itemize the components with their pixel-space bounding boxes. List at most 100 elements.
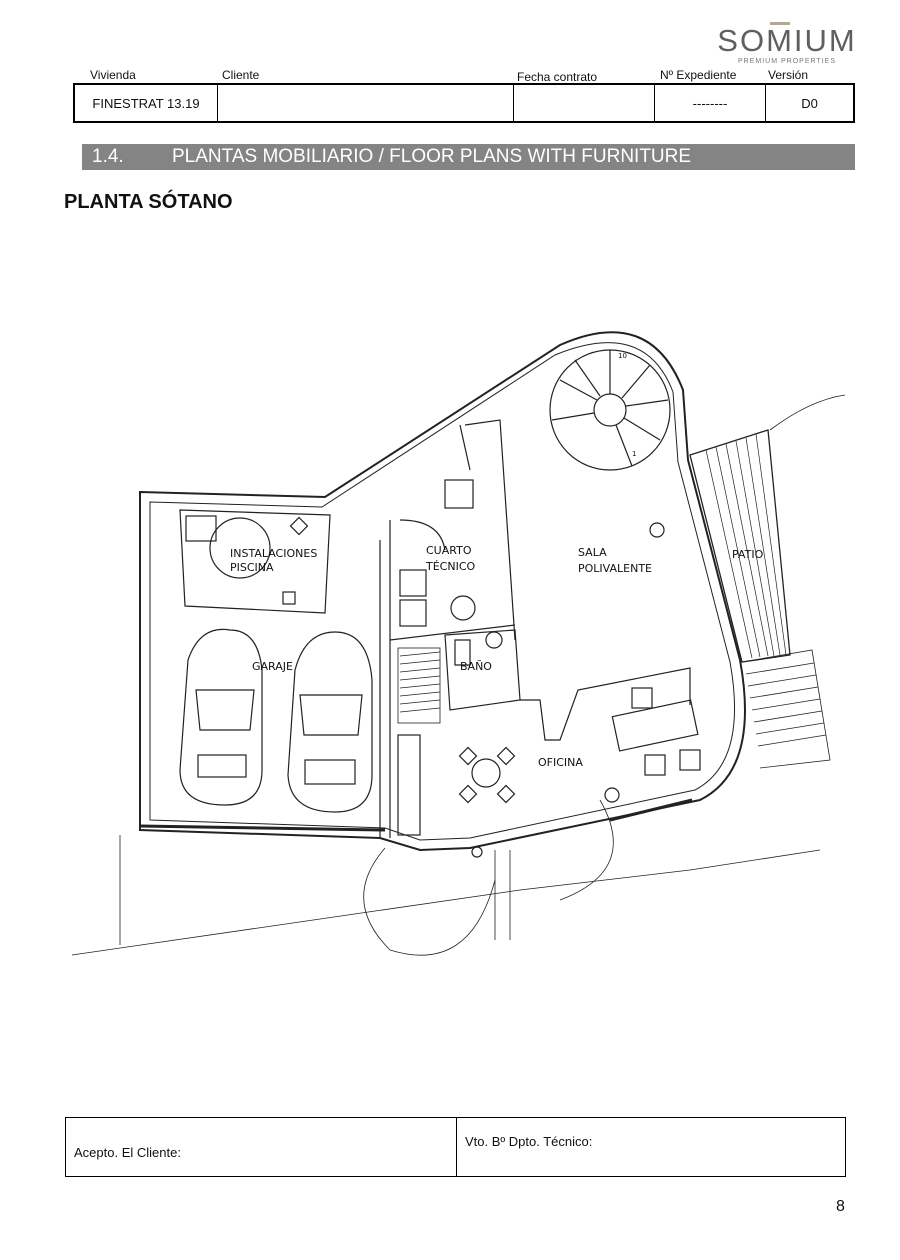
project-info-table: FINESTRAT 13.19 -------- D0	[73, 83, 855, 123]
label-cuarto: CUARTO	[426, 544, 472, 557]
plan-line	[623, 417, 661, 441]
cliente-value	[217, 83, 514, 123]
wall-central	[379, 520, 391, 838]
plan-line	[399, 667, 441, 673]
garage-door	[139, 824, 386, 832]
label-version: Versión	[768, 68, 809, 82]
exterior-stairs	[741, 649, 831, 769]
outer-wall	[139, 331, 746, 852]
plan-line	[299, 694, 363, 736]
plan-line	[195, 689, 255, 731]
version-value: D0	[765, 83, 855, 123]
label-sala: SALA	[578, 546, 607, 559]
chair	[644, 754, 666, 776]
plan-line	[197, 754, 247, 778]
plan-line	[745, 662, 815, 675]
plan-line	[304, 759, 356, 785]
plan-line	[735, 440, 775, 657]
logo-word: SOMIUM	[717, 23, 857, 58]
section-number: 1.4.	[92, 146, 124, 167]
label-tecnico: TÉCNICO	[425, 560, 476, 573]
plan-line	[399, 659, 441, 665]
equipment	[444, 479, 474, 509]
equipment	[399, 569, 427, 597]
label-stair-bottom: 1	[632, 450, 636, 458]
site-boundary	[769, 394, 846, 431]
plan-line	[751, 698, 821, 711]
client-acceptance: Acepto. El Cliente:	[65, 1117, 457, 1177]
plan-line	[725, 443, 769, 657]
car-left	[179, 628, 263, 806]
column	[649, 522, 665, 538]
label-garaje: GARAJE	[252, 660, 293, 673]
site-boundary	[71, 849, 821, 956]
label-bano: BAÑO	[460, 660, 492, 673]
spiral-stair	[549, 349, 671, 471]
label-fecha: Fecha contrato	[517, 70, 598, 84]
plan-line	[747, 674, 817, 687]
door-swing	[399, 519, 446, 551]
desk	[611, 699, 699, 752]
car-right	[287, 631, 373, 813]
plan-line	[621, 364, 651, 399]
plan-line	[689, 429, 791, 663]
label-oficina: OFICINA	[538, 756, 583, 769]
chair	[458, 784, 478, 804]
plan-line	[399, 675, 441, 681]
outer-wall-inner	[149, 342, 736, 841]
logo-accent	[770, 22, 790, 25]
equipment	[185, 515, 217, 542]
sink	[485, 631, 503, 649]
somium-logo: SOMIUM PREMIUM PROPERTIES	[712, 22, 862, 65]
plan-line	[749, 686, 819, 699]
door-swing	[559, 799, 614, 901]
plan-line	[715, 446, 761, 658]
plan-line	[745, 437, 781, 656]
wall-oficina	[520, 667, 691, 741]
label-expediente: Nº Expediente	[660, 68, 737, 82]
plan-line	[559, 379, 598, 401]
window	[609, 798, 693, 822]
toilet	[454, 639, 471, 666]
wall-diag	[389, 419, 516, 641]
plan-line	[625, 399, 669, 407]
round-table	[471, 758, 501, 788]
page-number: 8	[836, 1198, 845, 1215]
interior-stairs	[397, 647, 441, 724]
plan-line	[574, 359, 601, 397]
label-patio: PATIO	[732, 548, 764, 561]
label-vivienda: Vivienda	[90, 68, 136, 82]
kitchenette	[397, 734, 421, 836]
plan-line	[399, 707, 441, 713]
door-swing	[209, 517, 271, 579]
column	[471, 846, 483, 858]
plan-line	[397, 647, 441, 724]
plan-line	[399, 683, 441, 689]
label-piscina: PISCINA	[230, 561, 274, 574]
equipment	[450, 595, 476, 621]
section-title: PLANTAS MOBILIARIO / FLOOR PLANS WITH FU…	[172, 146, 692, 167]
plan-line	[593, 393, 627, 427]
chair	[496, 784, 516, 804]
signature-table: Acepto. El Cliente: Vto. Bº Dpto. Técnic…	[65, 1117, 846, 1177]
label-instalaciones: INSTALACIONES	[230, 547, 317, 560]
plan-line	[615, 424, 633, 467]
plan-line	[399, 691, 441, 697]
equipment	[282, 591, 296, 605]
plan-title: PLANTA SÓTANO	[64, 191, 233, 213]
patio-deck	[689, 429, 791, 663]
plan-line	[551, 412, 595, 421]
label-cliente: Cliente	[222, 68, 260, 82]
label-stair-top: 10	[618, 352, 627, 360]
chair	[458, 746, 478, 766]
plan-line	[705, 449, 753, 659]
chair	[631, 687, 653, 709]
plan-line	[399, 651, 441, 657]
door-swing	[363, 847, 496, 956]
wall-instalaciones	[179, 509, 331, 614]
label-polivalente: POLIVALENTE	[578, 562, 652, 575]
fecha-value	[513, 83, 655, 123]
expediente-value: --------	[654, 83, 766, 123]
plan-line	[755, 722, 825, 735]
